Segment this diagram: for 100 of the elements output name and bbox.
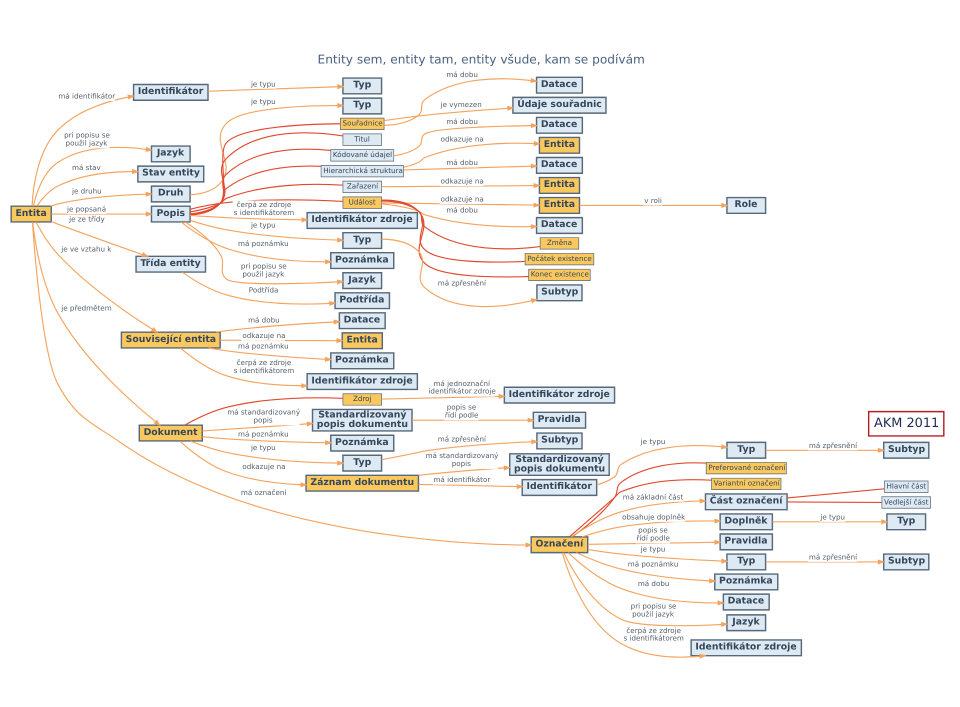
edge-label: popis se řídí podle bbox=[444, 402, 478, 419]
node-box: Počátek existence bbox=[524, 252, 594, 265]
node-box: Souřadnice bbox=[340, 117, 384, 130]
arrow bbox=[51, 220, 150, 256]
node-box: Entita bbox=[10, 204, 52, 222]
node-box: Typ bbox=[342, 231, 382, 249]
edge-label: má dobu bbox=[446, 69, 478, 78]
edge-label: má standardizovaný popis bbox=[227, 406, 300, 424]
edge-label: má jednoznační identifikátor zdroje bbox=[428, 378, 496, 396]
arrow bbox=[576, 552, 716, 583]
arrow bbox=[190, 214, 309, 222]
arrow bbox=[36, 168, 140, 206]
connector bbox=[569, 478, 712, 537]
arrow bbox=[588, 548, 729, 564]
edge-label: má dobu bbox=[446, 204, 478, 214]
edge-label: má poznámku bbox=[238, 238, 289, 248]
edge-label: je ve vztahu k bbox=[61, 244, 112, 254]
node-box: Poznámka bbox=[330, 352, 394, 369]
node-box: Subtyp bbox=[882, 552, 930, 570]
node-box: Datace bbox=[338, 312, 386, 329]
arrow bbox=[202, 436, 332, 445]
edge-label: má dobu bbox=[248, 315, 280, 324]
edge-label: má poznámku bbox=[238, 340, 289, 350]
arrow bbox=[190, 440, 344, 466]
edge-label: obsahuje doplněk bbox=[622, 512, 686, 521]
node-box: Entita bbox=[538, 136, 580, 154]
node-box: Typ bbox=[342, 76, 382, 94]
edge-label: má identifikátor bbox=[433, 474, 490, 484]
node-box: Událost bbox=[342, 196, 382, 208]
arrow bbox=[382, 393, 506, 400]
arrow bbox=[418, 464, 512, 476]
arrow bbox=[394, 122, 538, 156]
edge-label: Podtřída bbox=[248, 284, 278, 294]
arrow bbox=[562, 552, 707, 658]
edge-label: pri popisu se použil jazyk bbox=[240, 260, 287, 278]
node-box: Související entita bbox=[120, 330, 221, 348]
edge-label: má poznámku bbox=[628, 559, 678, 568]
arrow bbox=[580, 202, 729, 208]
arrow bbox=[384, 105, 515, 121]
node-box: Standardizovaný popis dokumentu bbox=[312, 408, 413, 432]
connector bbox=[787, 500, 882, 502]
connector bbox=[382, 199, 525, 262]
arrow bbox=[32, 146, 154, 206]
node-box: Jazyk bbox=[342, 272, 382, 289]
edge-label: odkazuje na bbox=[440, 176, 484, 186]
edge-label: je ze třídy bbox=[69, 214, 105, 224]
edge-label: je druhu bbox=[72, 186, 102, 196]
arrow bbox=[772, 518, 889, 524]
edge-label: má identifikátor bbox=[58, 90, 116, 100]
edge-label: odkazuje na bbox=[242, 330, 286, 340]
node-box: Změna bbox=[540, 236, 580, 249]
edge-label: má dobu bbox=[446, 116, 478, 126]
node-box: Typ bbox=[726, 441, 766, 458]
node-box: Identifikátor bbox=[522, 478, 598, 496]
edge-label: je typu bbox=[250, 78, 276, 88]
node-box: Subtyp bbox=[536, 432, 583, 450]
node-box: Entita bbox=[538, 176, 580, 194]
diagram-title: Entity sem, entity tam, entity všude, kam se podívám bbox=[318, 52, 645, 66]
edge-label: je typu bbox=[250, 220, 276, 229]
edge-label: je předmětem bbox=[61, 302, 112, 312]
edge-label: má označení bbox=[240, 488, 286, 496]
arrow bbox=[182, 271, 337, 306]
edge-label: čerpá ze zdroje s identifikátorem bbox=[234, 199, 294, 216]
arrow bbox=[568, 552, 725, 606]
edge-label: má poznámku bbox=[238, 428, 289, 438]
node-box: Standardizovaný popis dokumentu bbox=[509, 452, 610, 476]
node-box: Role bbox=[726, 196, 766, 214]
arrow bbox=[596, 444, 729, 485]
connector bbox=[190, 198, 343, 210]
node-box: Pravidla bbox=[532, 411, 586, 428]
connector bbox=[382, 200, 540, 249]
arrow bbox=[32, 221, 161, 426]
node-box: Záznam dokumentu bbox=[305, 474, 420, 492]
edge-label: má dobu bbox=[446, 158, 478, 167]
connector bbox=[382, 199, 528, 278]
node-box: Hierarchická struktura bbox=[320, 164, 404, 177]
node-box: Poznámka bbox=[330, 252, 394, 269]
edge-label: je typu bbox=[820, 512, 846, 521]
connector bbox=[787, 488, 884, 498]
node-box: Typ bbox=[342, 454, 382, 472]
node-box: Datace bbox=[536, 216, 584, 234]
connector bbox=[190, 165, 322, 214]
node-box: Podtřída bbox=[334, 292, 390, 309]
connector bbox=[572, 462, 706, 537]
node-box: Stav entity bbox=[137, 164, 204, 182]
node-box: Identifikátor zdroje bbox=[306, 211, 418, 229]
arrow bbox=[32, 94, 136, 206]
edge-label: má zpřesnění bbox=[808, 440, 858, 450]
arrow bbox=[563, 552, 728, 626]
edge-label: má dobu bbox=[638, 578, 670, 588]
node-box: Identifikátor zdroje bbox=[306, 372, 418, 390]
arrow bbox=[382, 202, 541, 208]
edge-label: odkazuje na bbox=[242, 462, 286, 471]
node-box: Variantní označení bbox=[711, 477, 782, 490]
arrow bbox=[418, 483, 524, 489]
node-box: Subtyp bbox=[536, 284, 583, 301]
arrow bbox=[382, 438, 539, 460]
arrow bbox=[216, 318, 341, 332]
arrow bbox=[180, 347, 309, 388]
arrow bbox=[766, 447, 886, 452]
